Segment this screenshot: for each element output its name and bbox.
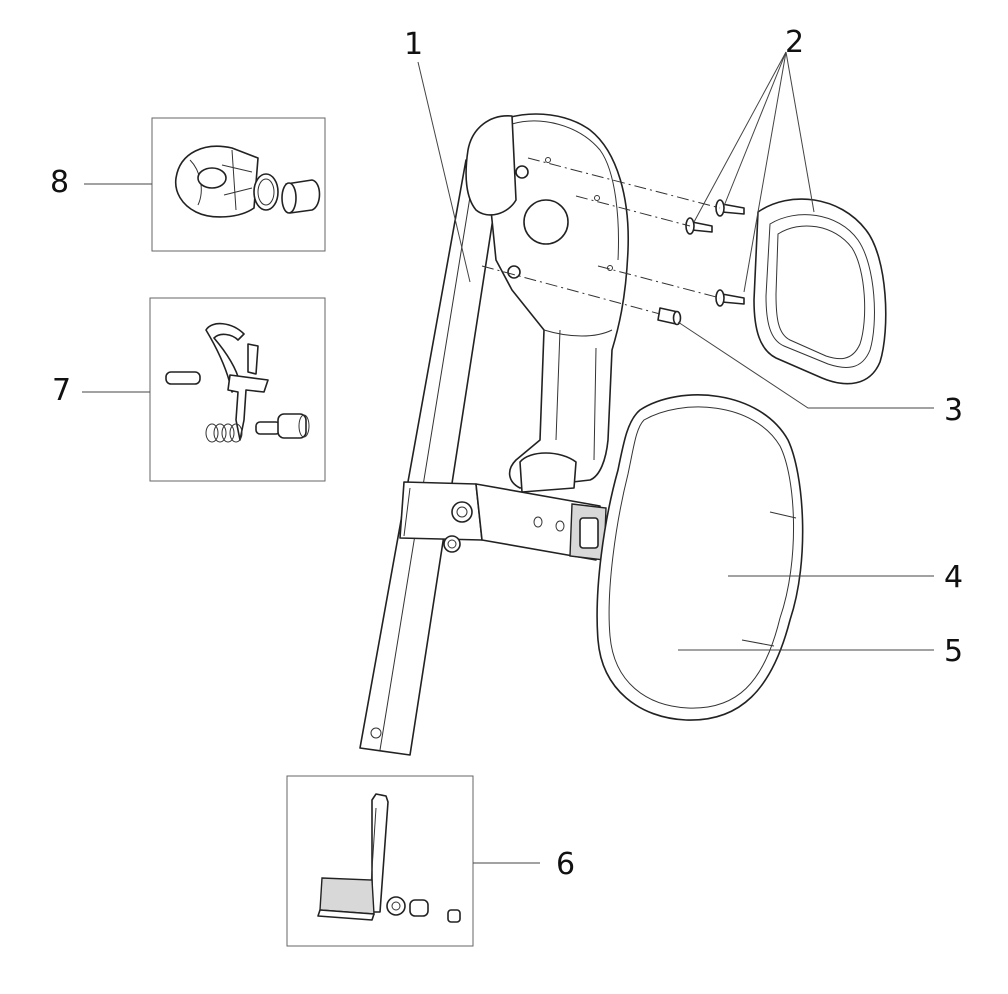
parts-4-5-pad: [596, 394, 804, 721]
callout-7: 7: [52, 373, 72, 408]
callout-6: 6: [556, 847, 576, 882]
body-hole: [523, 199, 569, 245]
main-assembly: [359, 113, 630, 756]
part-3-plug: [657, 307, 682, 326]
detail-box-8: [151, 117, 326, 252]
callout-5: 5: [944, 634, 964, 669]
assembly-lines: [481, 157, 721, 315]
grip-cap: [465, 115, 517, 216]
callout-4: 4: [944, 560, 964, 595]
detail-box-6: [286, 775, 474, 947]
handle-body: [487, 113, 630, 489]
part-1-bar: [359, 159, 503, 756]
callout-8: 8: [50, 165, 70, 200]
grip-plate: [753, 198, 887, 385]
callout-2: 2: [785, 25, 805, 60]
callout-3: 3: [944, 393, 964, 428]
detail-box-7: [149, 297, 326, 482]
leader-lines: [82, 51, 934, 864]
callout-1: 1: [404, 27, 424, 62]
part-2-screws: [685, 199, 745, 307]
